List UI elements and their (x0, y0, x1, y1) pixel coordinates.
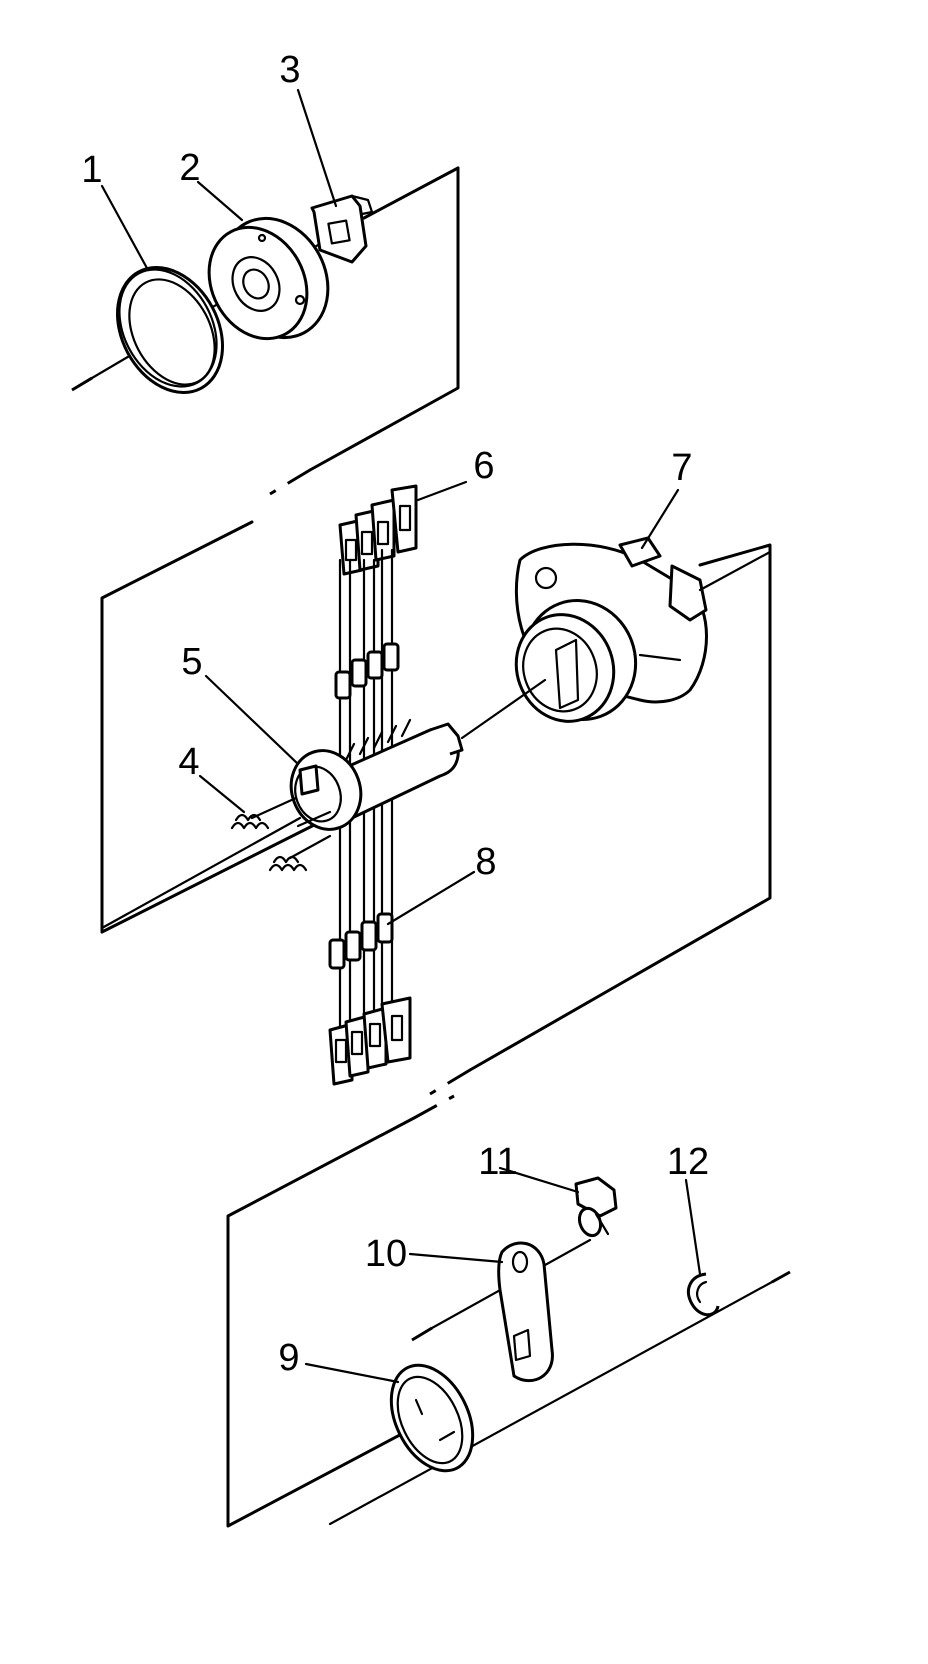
part-7-lock-housing (514, 536, 708, 723)
leader-lines (100, 88, 702, 1384)
plane-middle (100, 520, 772, 1096)
callout-2: 2 (179, 147, 200, 189)
callout-7: 7 (671, 447, 692, 489)
part-4-springs (230, 796, 332, 872)
part-12-retaining-ring (687, 1272, 720, 1317)
tumblers-lower (328, 996, 412, 1086)
callout-10: 10 (365, 1233, 407, 1275)
plane-top (269, 166, 460, 496)
callout-12: 12 (667, 1141, 709, 1183)
callout-8: 8 (475, 841, 496, 883)
part-11-clip (574, 1176, 618, 1238)
part-9-ring (389, 1363, 475, 1473)
callout-6: 6 (473, 445, 494, 487)
plane-bottom (226, 1094, 464, 1528)
part-6-tumblers-upper (338, 484, 418, 576)
callout-labels: 1 2 3 4 5 6 7 8 9 10 11 12 (81, 49, 709, 1379)
part-8-springs (328, 912, 394, 970)
axis-line-middle-right (460, 678, 547, 740)
part-1-seal-ring (115, 266, 225, 394)
part-10-cam-lever (497, 1241, 554, 1383)
springs-upper (334, 642, 400, 700)
part-3-retainer (310, 194, 374, 264)
part-5-lock-cylinder (289, 718, 464, 831)
callout-9: 9 (278, 1337, 299, 1379)
callout-4: 4 (178, 741, 199, 783)
callout-11: 11 (478, 1141, 517, 1183)
part-2-bezel (207, 216, 330, 341)
axis-line-bottom (328, 1280, 774, 1526)
callout-5: 5 (181, 641, 202, 683)
callout-3: 3 (279, 49, 300, 91)
axis-line-middle-left (100, 816, 302, 930)
callout-1: 1 (81, 149, 102, 191)
